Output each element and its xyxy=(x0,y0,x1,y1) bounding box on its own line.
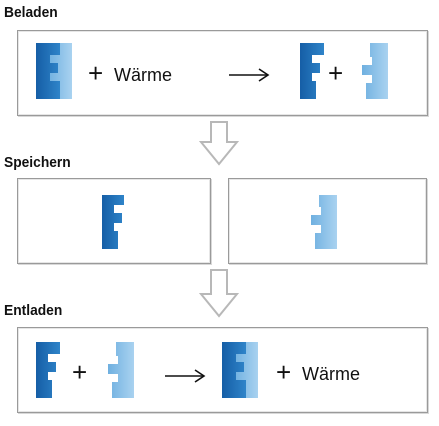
right-arrow-icon xyxy=(229,68,270,82)
panel-store-right xyxy=(228,178,427,264)
section-title-unload: Entladen xyxy=(4,302,63,319)
hollow-down-arrow-icon xyxy=(199,269,239,318)
section-title-store: Speichern xyxy=(4,154,71,171)
right-arrow-icon xyxy=(165,369,206,383)
plus-sign-1: + xyxy=(88,58,104,88)
combined-storage-block-icon xyxy=(36,43,72,99)
dark-block-piece-icon xyxy=(36,342,60,398)
section-title-load: Beladen xyxy=(4,4,58,21)
plus-sign-2: + xyxy=(328,58,344,88)
panel-store-left xyxy=(17,178,211,264)
hollow-down-arrow-icon xyxy=(199,121,239,166)
dark-block-piece-icon xyxy=(300,43,324,99)
light-block-piece-icon xyxy=(311,195,337,249)
warmth-label-load: Wärme xyxy=(114,65,172,85)
warmth-label-unload: Wärme xyxy=(302,364,360,384)
panel-unload: + + Wärme xyxy=(17,327,428,413)
dark-block-piece-icon xyxy=(102,195,124,249)
plus-sign-4: + xyxy=(276,357,292,387)
panel-load: + Wärme + xyxy=(17,30,428,116)
light-block-piece-icon xyxy=(362,43,388,99)
combined-storage-block-icon xyxy=(222,342,258,398)
plus-sign-3: + xyxy=(72,357,88,387)
light-block-piece-icon xyxy=(108,342,134,398)
